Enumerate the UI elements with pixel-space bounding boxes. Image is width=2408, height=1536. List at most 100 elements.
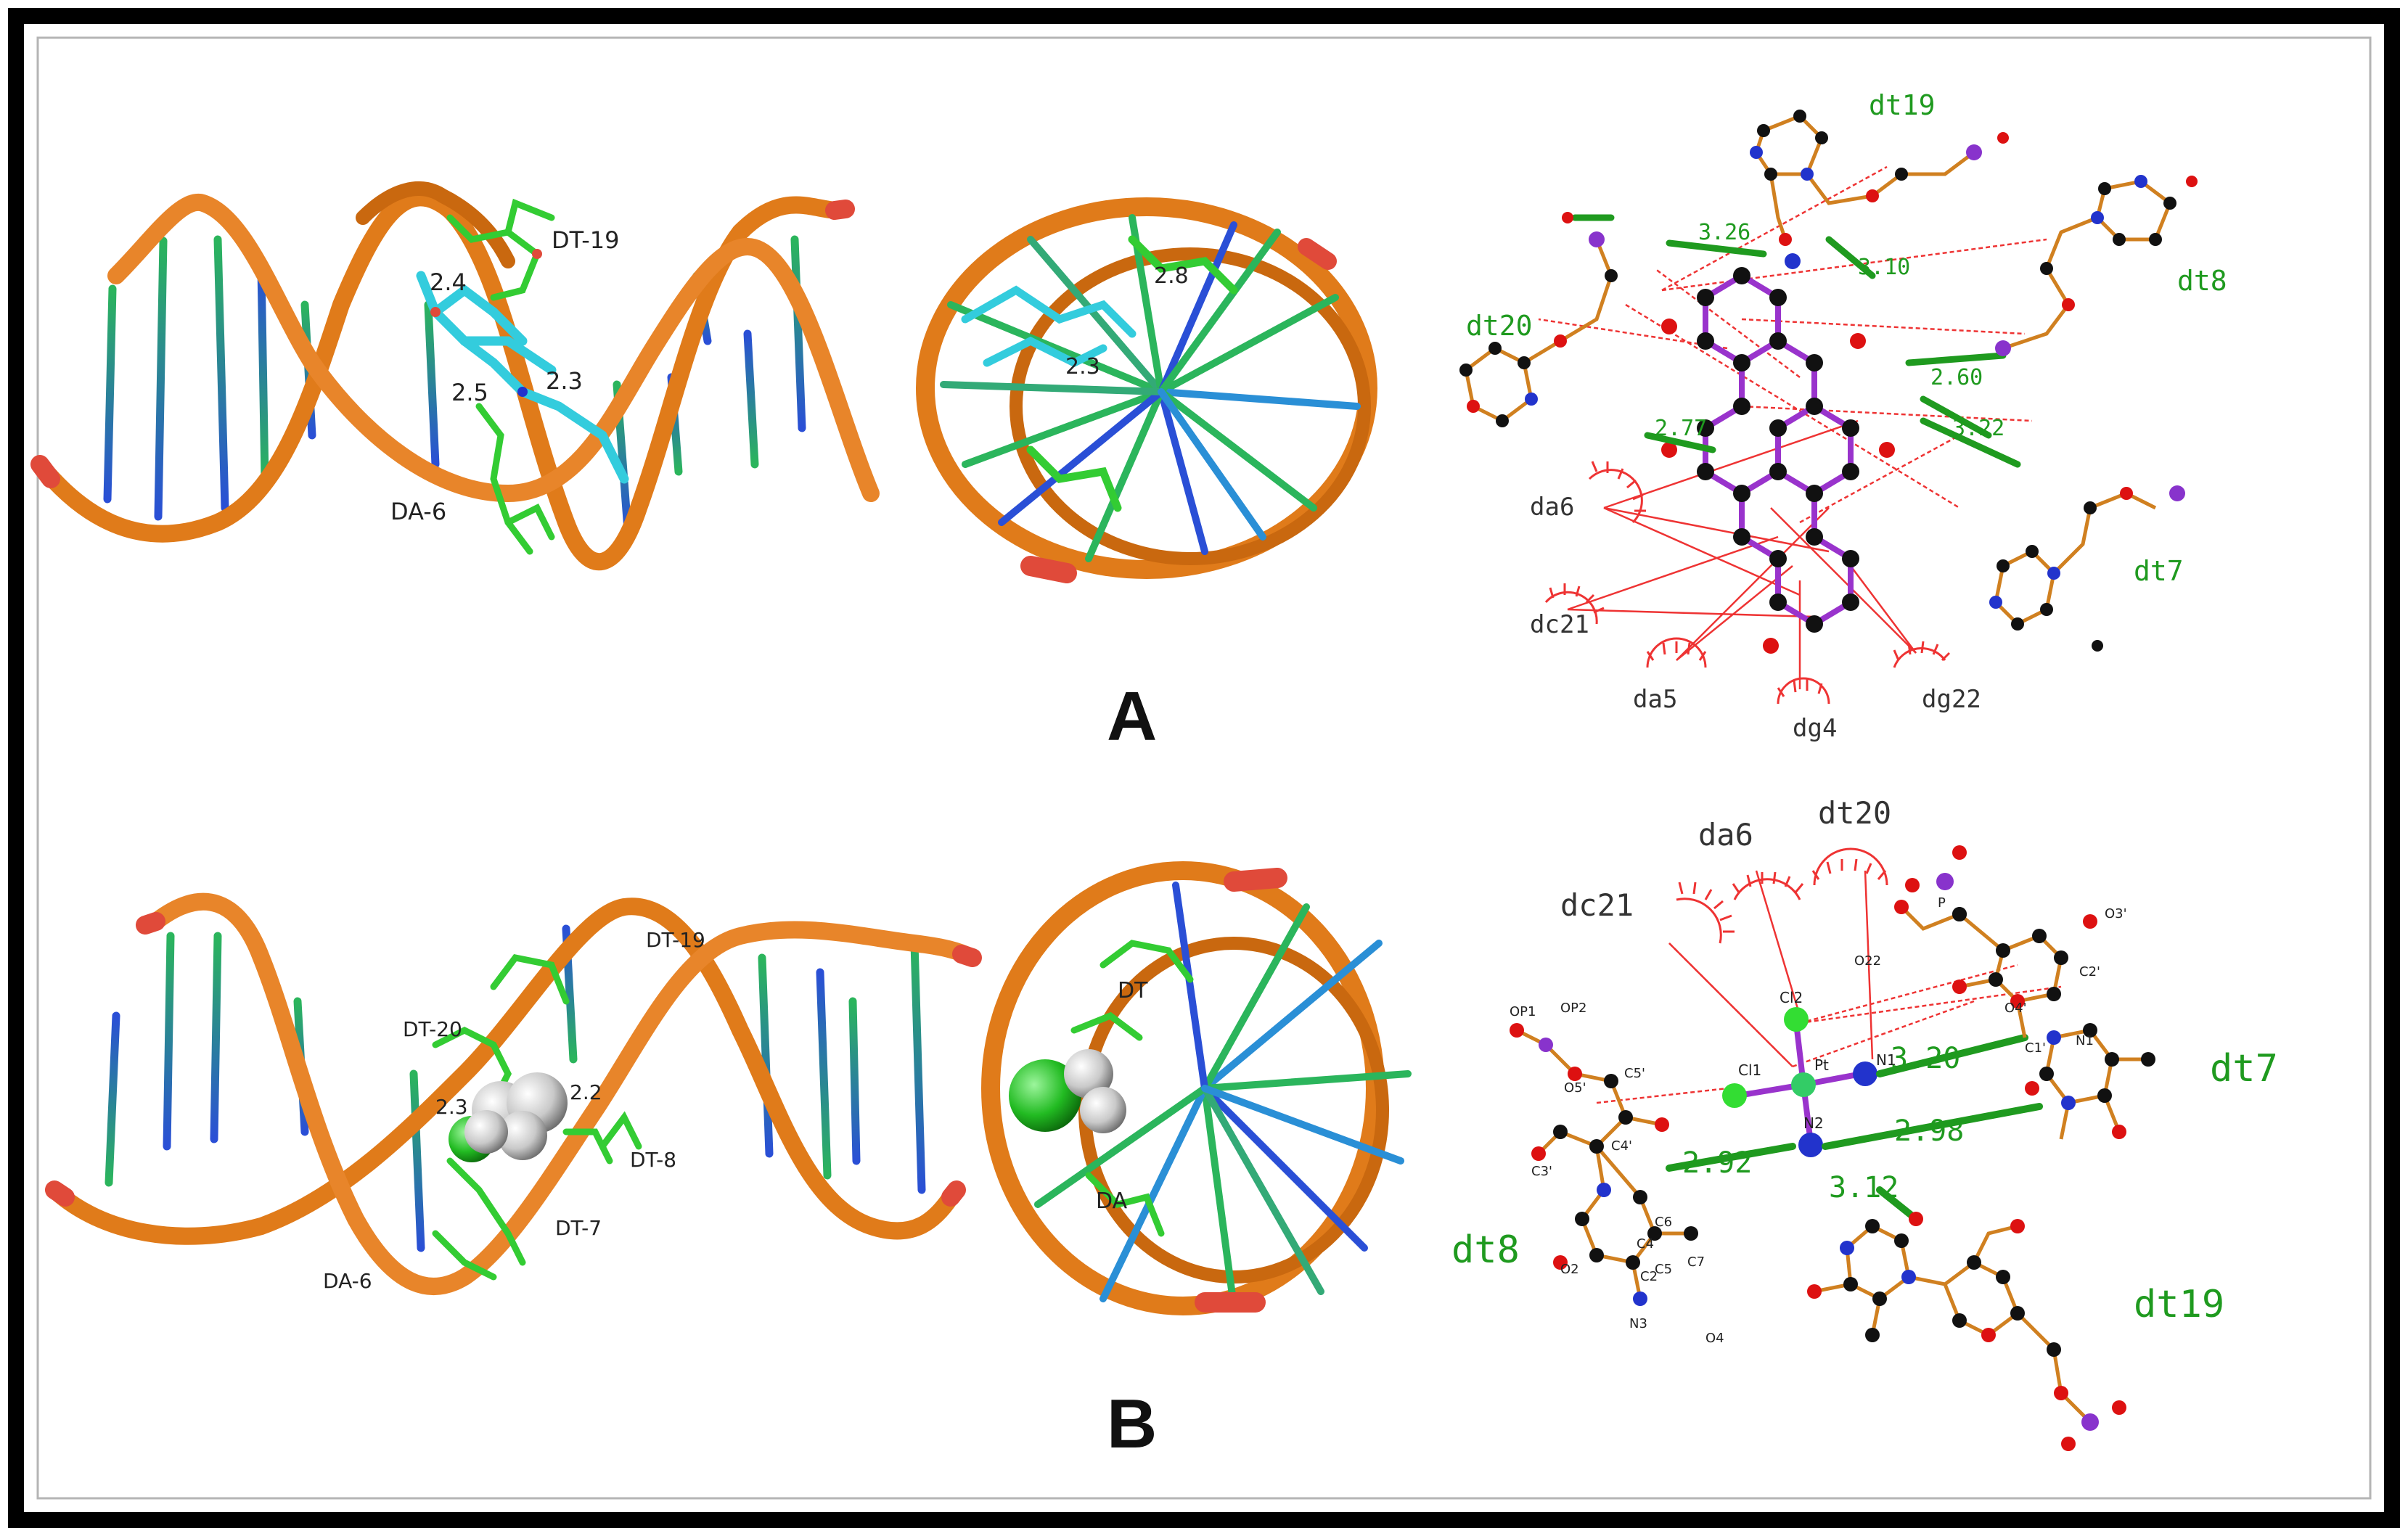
panel-a-res-dt8: dt8 xyxy=(2177,265,2227,297)
panel-b-distance-1: 2.2 xyxy=(570,1080,602,1104)
panel-a-end-view-ligand xyxy=(961,235,1238,512)
panel-b-letter: B xyxy=(1107,1385,1157,1463)
panel-b-distance-2: 2.3 xyxy=(435,1095,468,1119)
panel-a-hydrophobic-arcs xyxy=(1544,461,1951,705)
panel-a-helix-side-view: DT-19 DA-6 2.4 2.5 2.3 xyxy=(30,181,880,571)
panel-b-atom-label-cl1: Cl1 xyxy=(1738,1061,1761,1079)
panel-a-hbond-distance-5: 3.22 xyxy=(1952,416,2004,441)
panel-b: DT-19 DT-20 DT-8 DT-7 DA-6 2.2 2.3 xyxy=(45,795,2278,1463)
panel-a-res-dt7: dt7 xyxy=(2134,555,2184,587)
panel-a-label-dt19: DT-19 xyxy=(552,226,620,254)
panel-a-hbond-distance-1: 3.26 xyxy=(1698,220,1750,245)
panel-a-backbone-strand-1 xyxy=(31,189,847,571)
panel-b-end-label-da: DA xyxy=(1096,1188,1128,1214)
panel-a: DT-19 DA-6 2.4 2.5 2.3 xyxy=(30,89,2227,755)
panel-a-distance-3: 2.3 xyxy=(546,367,583,395)
svg-text:C3': C3' xyxy=(1531,1164,1552,1179)
panel-b-backbone-strand-1 xyxy=(46,898,959,1245)
svg-text:C4': C4' xyxy=(1611,1138,1632,1154)
panel-b-label-dt20: DT-20 xyxy=(403,1017,462,1041)
panel-b-cisplatin-spheres xyxy=(449,1072,568,1162)
svg-text:O4': O4' xyxy=(2004,1001,2027,1016)
svg-text:C4: C4 xyxy=(1637,1236,1654,1252)
panel-a-contact-lines xyxy=(1538,165,2047,524)
panel-b-atom-n2 xyxy=(1798,1133,1823,1157)
panel-b-hydrophobic-arcs xyxy=(1676,847,1888,944)
svg-text:C2': C2' xyxy=(2079,964,2100,979)
panel-b-helix-end-view: DT DA xyxy=(981,861,1412,1315)
panel-b-end-view-residues xyxy=(1070,940,1194,1237)
panel-a-label-da6: DA-6 xyxy=(390,498,446,525)
panel-a-res-dg4: dg4 xyxy=(1793,714,1837,743)
svg-text:O4: O4 xyxy=(1705,1331,1724,1346)
panel-b-atom-pt xyxy=(1791,1072,1816,1097)
panel-b-atom-labels: OP1 OP2 O22 P O5' C5' C4' O4' C3' C2' C1… xyxy=(1510,895,2127,1346)
panel-a-res-dt20: dt20 xyxy=(1466,310,1533,342)
panel-a-distance-1: 2.4 xyxy=(430,268,467,296)
panel-b-atom-label-n2: N2 xyxy=(1803,1114,1824,1132)
panel-b-label-dt8: DT-8 xyxy=(630,1148,676,1172)
panel-b-label-dt7: DT-7 xyxy=(555,1216,602,1240)
panel-b-backbone-strand-2 xyxy=(147,892,981,1295)
svg-text:C1': C1' xyxy=(2025,1040,2046,1056)
panel-a-res-dc21: dc21 xyxy=(1530,610,1589,639)
svg-text:N1: N1 xyxy=(2076,1033,2094,1048)
panel-b-hbond-distance-1: 3.20 xyxy=(1891,1042,1960,1075)
svg-text:O2: O2 xyxy=(1560,1262,1579,1277)
panel-a-ligand-sticks xyxy=(416,271,629,484)
panel-b-atom-cl1 xyxy=(1722,1083,1747,1108)
svg-text:C5: C5 xyxy=(1655,1262,1672,1277)
svg-text:C6: C6 xyxy=(1655,1215,1672,1230)
figure-inner-border xyxy=(36,36,2372,1500)
svg-text:C5': C5' xyxy=(1624,1066,1645,1081)
panel-b-res-da6: da6 xyxy=(1698,817,1753,853)
panel-b-base-rungs xyxy=(105,924,926,1252)
panel-a-residue-sticks xyxy=(446,198,555,555)
panel-a-end-view-spokes xyxy=(940,214,1361,562)
panel-b-end-view-cl-sphere xyxy=(1009,1059,1081,1132)
svg-text:O3': O3' xyxy=(2105,906,2127,921)
panel-b-atom-label-cl2: Cl2 xyxy=(1780,989,1803,1006)
panel-b-contact-dashed-lines xyxy=(1596,942,2062,1104)
panel-b-res-dt8: dt8 xyxy=(1451,1228,1520,1272)
panel-b-label-dt19: DT-19 xyxy=(646,928,705,952)
svg-text:O5': O5' xyxy=(1564,1080,1586,1096)
panel-b-interaction-map: dc21 da6 dt20 Cl2 Cl1 Pt N1 N2 xyxy=(1451,795,2278,1451)
panel-b-atom-n1 xyxy=(1853,1061,1877,1086)
panel-a-interaction-map: dt19 dt8 xyxy=(1459,89,2227,743)
panel-a-letter: A xyxy=(1107,678,1157,755)
panel-a-res-da6: da6 xyxy=(1530,493,1574,522)
svg-text:OP2: OP2 xyxy=(1560,1001,1586,1016)
panel-a-backbone-strand-2 xyxy=(107,193,880,503)
panel-a-ligand-atoms xyxy=(1661,253,1895,654)
panel-b-hbond-distance-2: 2.98 xyxy=(1894,1114,1964,1148)
panel-a-res-da5: da5 xyxy=(1633,685,1677,714)
panel-a-helix-end-view: 2.3 2.8 xyxy=(916,197,1377,583)
panel-a-hbond-distance-2: 3.10 xyxy=(1858,255,1910,280)
panel-b-hbond-lines xyxy=(1666,1034,2043,1223)
svg-text:N3: N3 xyxy=(1629,1316,1647,1331)
panel-b-end-label-dt: DT xyxy=(1118,978,1148,1003)
svg-text:O22: O22 xyxy=(1854,953,1881,969)
panel-a-distance-2: 2.5 xyxy=(451,379,488,406)
panel-b-atom-cl2 xyxy=(1784,1007,1809,1032)
svg-text:C7: C7 xyxy=(1687,1254,1705,1270)
panel-b-res-dt7: dt7 xyxy=(2210,1047,2278,1091)
panel-a-end-distance-2: 2.8 xyxy=(1154,263,1189,289)
panel-b-helix-side-view: DT-19 DT-20 DT-8 DT-7 DA-6 2.2 2.3 xyxy=(45,892,982,1295)
panel-a-hbond-lines xyxy=(1571,214,2021,468)
svg-text:C2: C2 xyxy=(1640,1269,1658,1284)
svg-text:OP1: OP1 xyxy=(1510,1004,1536,1019)
panel-b-res-dt19: dt19 xyxy=(2134,1283,2224,1326)
panel-b-atom-label-pt: Pt xyxy=(1814,1056,1829,1074)
panel-b-label-da6: DA-6 xyxy=(323,1269,372,1293)
panel-b-residue-sticks xyxy=(432,954,642,1281)
panel-b-end-view-spokes xyxy=(1034,882,1412,1310)
panel-a-end-distance-1: 2.3 xyxy=(1065,354,1100,379)
panel-a-contact-solid-lines xyxy=(1567,419,1917,689)
svg-text:P: P xyxy=(1938,895,1946,911)
panel-b-res-dt20: dt20 xyxy=(1818,795,1891,831)
panel-a-res-dt19: dt19 xyxy=(1869,89,1936,121)
panel-b-atom-label-n1: N1 xyxy=(1876,1051,1896,1069)
